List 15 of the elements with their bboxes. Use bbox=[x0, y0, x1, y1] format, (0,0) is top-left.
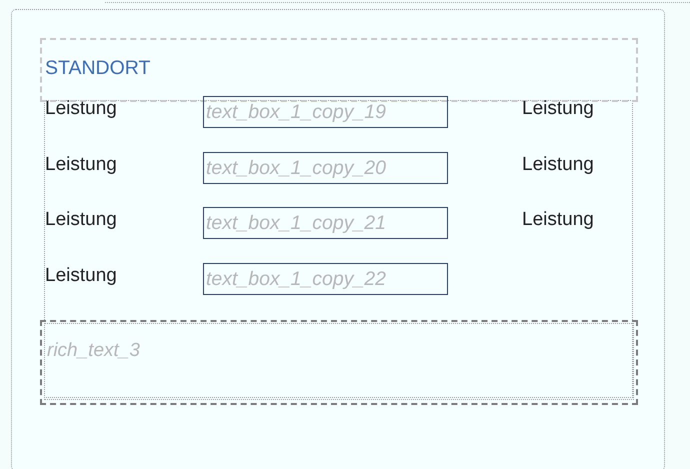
section-title: STANDORT bbox=[45, 57, 150, 79]
field-label: Leistung bbox=[45, 154, 117, 176]
input-field: text_box_1_copy_21 bbox=[203, 207, 448, 239]
field-label: Leistung bbox=[45, 265, 117, 287]
placeholder-text: rich_text_3 bbox=[47, 340, 140, 362]
field-label: Leistung bbox=[522, 209, 594, 231]
field-label: Leistung bbox=[45, 98, 117, 120]
input-field: text_box_1_copy_19 bbox=[203, 96, 448, 128]
input-field: text_box_1_copy_22 bbox=[203, 263, 448, 295]
section-frame bbox=[40, 38, 638, 102]
form-panel bbox=[11, 9, 665, 469]
input-field: text_box_1_copy_20 bbox=[203, 152, 448, 184]
field-label: Leistung bbox=[522, 154, 594, 176]
field-label: Leistung bbox=[45, 209, 117, 231]
field-label: Leistung bbox=[522, 98, 594, 120]
